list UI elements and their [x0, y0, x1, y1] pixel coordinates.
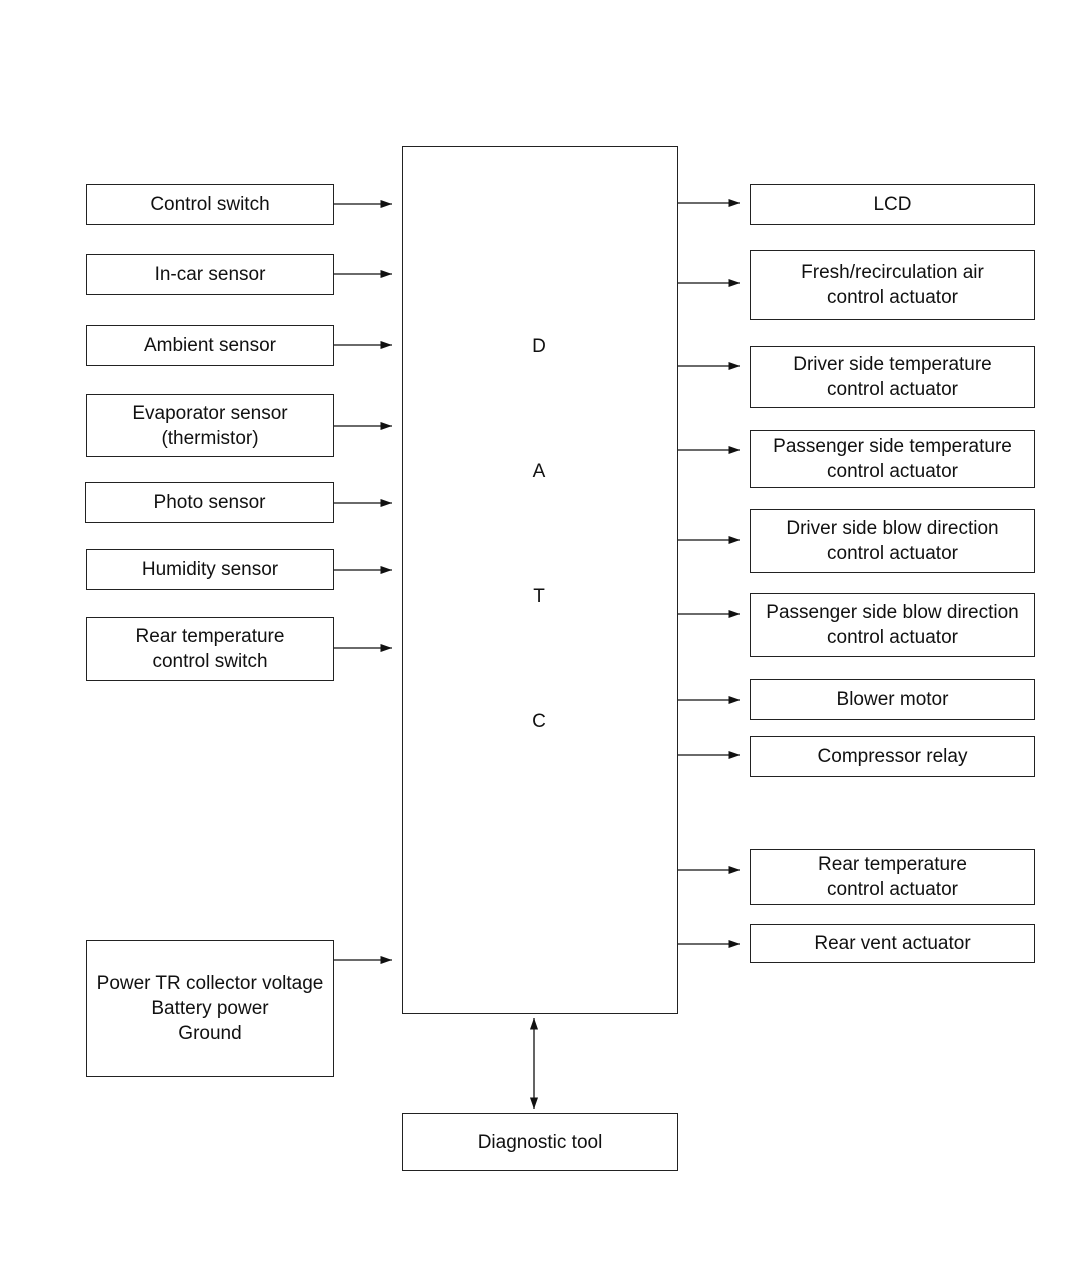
output-label: Fresh/recirculation air control actuator [801, 262, 984, 308]
input-in-car-sensor: In-car sensor [86, 254, 334, 295]
output-driver-blow-actuator: Driver side blow direction control actua… [750, 509, 1035, 573]
input-label: Evaporator sensor (thermistor) [132, 402, 288, 449]
output-label: LCD [873, 194, 912, 215]
input-ambient-sensor: Ambient sensor [86, 325, 334, 366]
output-lcd: LCD [750, 184, 1035, 225]
input-label: Power TR collector voltage Battery power… [96, 973, 324, 1044]
input-label: In-car sensor [154, 264, 266, 285]
output-rear-temp-actuator: Rear temperature control actuator [750, 849, 1035, 905]
output-label: Passenger side temperature control actua… [773, 436, 1012, 482]
output-passenger-temp-actuator: Passenger side temperature control actua… [750, 430, 1035, 488]
output-blower-motor: Blower motor [750, 679, 1035, 720]
input-label: Humidity sensor [141, 559, 279, 580]
output-label: Compressor relay [817, 746, 968, 767]
datc-letter-c: C [532, 711, 546, 732]
input-photo-sensor: Photo sensor [85, 482, 334, 523]
datc-letter-d: D [532, 336, 546, 357]
output-label: Passenger side blow direction control ac… [766, 602, 1019, 648]
output-passenger-blow-actuator: Passenger side blow direction control ac… [750, 593, 1035, 657]
diagnostic-tool: Diagnostic tool [402, 1113, 678, 1171]
input-label: Rear temperature control switch [135, 626, 285, 672]
output-fresh-recirc-actuator: Fresh/recirculation air control actuator [750, 250, 1035, 320]
datc-letter-t: T [533, 586, 545, 607]
input-control-switch: Control switch [86, 184, 334, 225]
input-power-supply: Power TR collector voltage Battery power… [86, 940, 334, 1077]
input-evaporator-sensor: Evaporator sensor (thermistor) [86, 394, 334, 457]
output-label: Blower motor [836, 689, 949, 710]
input-label: Ambient sensor [143, 335, 276, 356]
input-humidity-sensor: Humidity sensor [86, 549, 334, 590]
input-label: Control switch [150, 194, 270, 215]
datc-letter-a: A [532, 461, 546, 482]
datc-unit: D A T C [402, 146, 678, 1014]
output-driver-temp-actuator: Driver side temperature control actuator [750, 346, 1035, 408]
output-label: Driver side temperature control actuator [793, 354, 992, 400]
output-label: Rear vent actuator [814, 933, 971, 954]
output-rear-vent-actuator: Rear vent actuator [750, 924, 1035, 963]
output-label: Driver side blow direction control actua… [786, 518, 999, 564]
diagnostic-label: Diagnostic tool [477, 1131, 603, 1153]
output-label: Rear temperature control actuator [818, 854, 967, 900]
output-compressor-relay: Compressor relay [750, 736, 1035, 777]
input-label: Photo sensor [153, 492, 266, 513]
input-rear-temp-control-switch: Rear temperature control switch [86, 617, 334, 681]
